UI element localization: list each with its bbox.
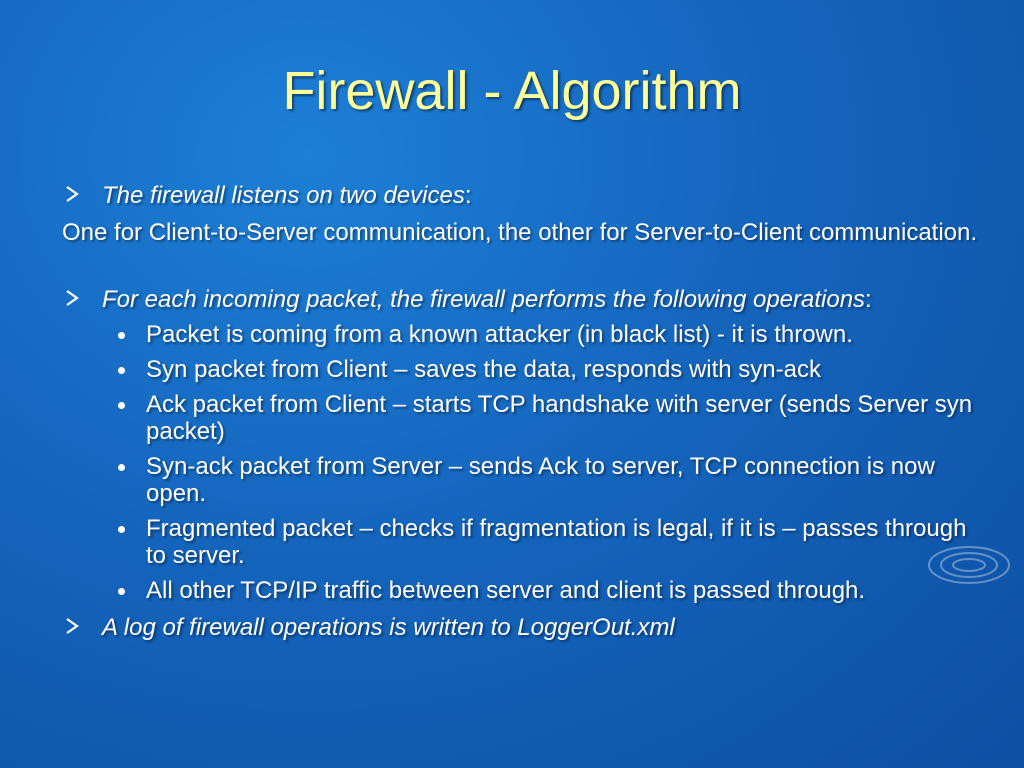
bullet-operations-colon: : bbox=[865, 286, 872, 313]
dot-bullet-icon bbox=[118, 402, 125, 409]
sub-bullet: Syn packet from Client – saves the data,… bbox=[62, 356, 992, 383]
dot-bullet-icon bbox=[118, 588, 125, 595]
sub-bullet-text: Syn-ack packet from Server – sends Ack t… bbox=[146, 453, 935, 507]
dot-bullet-icon bbox=[118, 464, 125, 471]
sub-bullet: Ack packet from Client – starts TCP hand… bbox=[62, 391, 992, 445]
arrow-bullet-icon bbox=[66, 290, 79, 306]
bullet-listen-text: The firewall listens on two devices bbox=[102, 182, 465, 209]
plain-paragraph: One for Client-to-Server communication, … bbox=[62, 219, 978, 246]
sub-bullet: Packet is coming from a known attacker (… bbox=[62, 321, 992, 348]
bullet-listen-colon: : bbox=[464, 182, 472, 209]
dot-bullet-icon bbox=[118, 526, 125, 533]
dot-bullet-icon bbox=[118, 332, 125, 339]
sub-bullet-text: Syn packet from Client – saves the data,… bbox=[146, 356, 821, 383]
sub-bullet: Syn-ack packet from Server – sends Ack t… bbox=[62, 453, 992, 507]
slide-title: Firewall - Algorithm bbox=[282, 61, 742, 121]
water-ripple-decoration bbox=[928, 546, 1010, 584]
sub-bullet-text: Packet is coming from a known attacker (… bbox=[146, 321, 853, 348]
bullet-operations-text: For each incoming packet, the firewall p… bbox=[102, 286, 866, 313]
bullet-log-text: A log of firewall operations is written … bbox=[102, 614, 675, 641]
sub-bullet: All other TCP/IP traffic between server … bbox=[62, 577, 992, 604]
arrow-bullet-icon bbox=[66, 618, 79, 634]
sub-bullet-text: Fragmented packet – checks if fragmentat… bbox=[146, 515, 967, 569]
sub-bullet-text: All other TCP/IP traffic between server … bbox=[146, 577, 866, 604]
dot-bullet-icon bbox=[118, 367, 125, 374]
bullet-log: A log of firewall operations is written … bbox=[62, 614, 992, 641]
slide-content: The firewall listens on two devices: One… bbox=[62, 182, 992, 641]
sub-bullet-text: Ack packet from Client – starts TCP hand… bbox=[146, 391, 973, 445]
bullet-operations: For each incoming packet, the firewall p… bbox=[62, 286, 992, 313]
bullet-listen: The firewall listens on two devices: bbox=[62, 182, 992, 209]
arrow-bullet-icon bbox=[66, 186, 79, 202]
sub-bullet: Fragmented packet – checks if fragmentat… bbox=[62, 515, 992, 569]
